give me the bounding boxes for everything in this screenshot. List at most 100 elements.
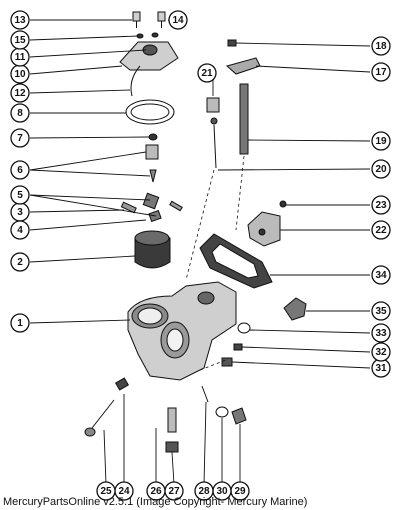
callout-number: 8 bbox=[17, 108, 23, 119]
callout-number: 15 bbox=[14, 35, 26, 46]
callout-1[interactable]: 1 bbox=[10, 313, 30, 333]
callout-35[interactable]: 35 bbox=[371, 301, 391, 321]
callout-circle bbox=[10, 313, 30, 333]
part-small-nut bbox=[148, 133, 158, 141]
callout-22[interactable]: 22 bbox=[371, 220, 391, 240]
callout-number: 28 bbox=[198, 486, 210, 497]
part-shaft-20 bbox=[210, 117, 218, 169]
callout-circle bbox=[212, 481, 232, 501]
part-tube bbox=[130, 65, 141, 97]
callout-number: 13 bbox=[14, 15, 26, 26]
callout-3[interactable]: 3 bbox=[10, 202, 30, 222]
callout-number: 3 bbox=[17, 207, 23, 218]
callout-number: 10 bbox=[14, 69, 26, 80]
image-caption: MercuryPartsOnline v2.5.1 (Image Copyrig… bbox=[3, 496, 308, 508]
callout-number: 2 bbox=[17, 257, 23, 268]
callout-12[interactable]: 12 bbox=[10, 83, 30, 103]
part-washers bbox=[136, 32, 159, 39]
callout-number: 33 bbox=[375, 328, 387, 339]
callout-circle bbox=[371, 62, 391, 82]
callout-number: 23 bbox=[375, 200, 387, 211]
callout-23[interactable]: 23 bbox=[371, 195, 391, 215]
callout-7[interactable]: 7 bbox=[10, 128, 30, 148]
callout-18[interactable]: 18 bbox=[371, 36, 391, 56]
callout-number: 35 bbox=[375, 306, 387, 317]
callout-number: 27 bbox=[168, 486, 180, 497]
callout-circle bbox=[10, 185, 30, 205]
callout-number: 7 bbox=[17, 133, 23, 144]
part-plate-22 bbox=[247, 200, 287, 247]
callout-circle bbox=[371, 301, 391, 321]
callout-circle bbox=[371, 342, 391, 362]
callout-21[interactable]: 21 bbox=[197, 63, 217, 83]
part-float bbox=[134, 230, 171, 269]
part-cover bbox=[119, 41, 179, 71]
callout-number: 20 bbox=[375, 164, 387, 175]
callout-6[interactable]: 6 bbox=[10, 160, 30, 180]
callout-13[interactable]: 13 bbox=[10, 10, 30, 30]
part-lever-17-18 bbox=[225, 39, 261, 155]
callout-circle bbox=[96, 481, 116, 501]
callout-27[interactable]: 27 bbox=[164, 481, 184, 501]
callout-32[interactable]: 32 bbox=[371, 342, 391, 362]
part-jets-bottom bbox=[84, 377, 247, 453]
callout-circle bbox=[371, 36, 391, 56]
assembly-guides bbox=[185, 155, 245, 371]
callout-15[interactable]: 15 bbox=[10, 30, 30, 50]
callout-circle bbox=[10, 128, 30, 148]
callout-circle bbox=[164, 481, 184, 501]
callout-circle bbox=[10, 10, 30, 30]
callout-33[interactable]: 33 bbox=[371, 323, 391, 343]
callout-10[interactable]: 10 bbox=[10, 64, 30, 84]
callout-19[interactable]: 19 bbox=[371, 131, 391, 151]
callout-number: 22 bbox=[375, 225, 387, 236]
callout-number: 18 bbox=[375, 41, 387, 52]
callout-11[interactable]: 11 bbox=[10, 47, 30, 67]
part-carburetor-body bbox=[127, 281, 237, 381]
callout-number: 30 bbox=[216, 486, 228, 497]
callout-circle bbox=[10, 160, 30, 180]
callout-4[interactable]: 4 bbox=[10, 220, 30, 240]
callout-circle bbox=[10, 220, 30, 240]
callout-circle bbox=[371, 195, 391, 215]
callout-number: 12 bbox=[14, 88, 26, 99]
callout-circle bbox=[371, 159, 391, 179]
part-bushing-21 bbox=[206, 97, 220, 113]
callout-number: 21 bbox=[201, 68, 213, 79]
part-gasket-34 bbox=[199, 233, 273, 289]
callout-17[interactable]: 17 bbox=[371, 62, 391, 82]
callout-number: 29 bbox=[234, 486, 246, 497]
callout-circle bbox=[10, 252, 30, 272]
part-gasket bbox=[125, 99, 175, 125]
leader-lines bbox=[29, 19, 371, 485]
callout-14[interactable]: 14 bbox=[168, 10, 188, 30]
callout-5[interactable]: 5 bbox=[10, 185, 30, 205]
callout-number: 26 bbox=[150, 486, 162, 497]
callout-number: 19 bbox=[375, 136, 387, 147]
callout-number: 17 bbox=[375, 67, 387, 78]
callout-31[interactable]: 31 bbox=[371, 358, 391, 378]
callout-circle bbox=[168, 10, 188, 30]
callout-circle bbox=[371, 131, 391, 151]
callout-number: 6 bbox=[17, 165, 23, 176]
callout-circle bbox=[371, 323, 391, 343]
callout-number: 4 bbox=[17, 225, 23, 236]
callout-2[interactable]: 2 bbox=[10, 252, 30, 272]
callout-20[interactable]: 20 bbox=[371, 159, 391, 179]
callout-26[interactable]: 26 bbox=[146, 481, 166, 501]
callout-circle bbox=[371, 220, 391, 240]
callout-number: 25 bbox=[100, 486, 112, 497]
callout-circle bbox=[371, 265, 391, 285]
callout-number: 31 bbox=[375, 363, 387, 374]
part-float-pins bbox=[120, 192, 183, 223]
callout-circle bbox=[197, 63, 217, 83]
callout-circle bbox=[10, 83, 30, 103]
callout-number: 32 bbox=[375, 347, 387, 358]
callout-25[interactable]: 25 bbox=[96, 481, 116, 501]
callout-34[interactable]: 34 bbox=[371, 265, 391, 285]
callout-circle bbox=[10, 30, 30, 50]
callout-30[interactable]: 30 bbox=[212, 481, 232, 501]
callout-8[interactable]: 8 bbox=[10, 103, 30, 123]
